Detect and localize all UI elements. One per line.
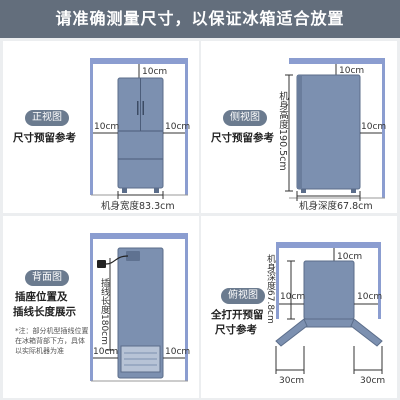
right-wall [378, 242, 381, 319]
top-right-gap-label: 10cm [357, 292, 383, 302]
left-wall [90, 58, 93, 195]
back-view-desc-line2: 插线长度展示 [13, 306, 76, 318]
top-door-right-label: 30cm [360, 376, 386, 386]
back-wall [276, 242, 381, 248]
side-depth-label: 机身深度67.8cm [299, 201, 373, 212]
back-view-desc-line1: 插座位置及 [15, 291, 68, 303]
side-view-drawing [285, 58, 385, 201]
side-view-badge: 侧视图 [223, 110, 267, 126]
right-wall [185, 233, 188, 381]
ceiling [289, 58, 385, 64]
top-view-desc-line1: 全打开预留 [211, 309, 264, 321]
ceiling [90, 58, 188, 64]
back-view-badge: 背面图 [25, 270, 69, 286]
front-width-label: 机身宽度83.3cm [101, 201, 175, 212]
back-view-drawing [90, 233, 188, 382]
front-view-desc: 尺寸预留参考 [13, 132, 76, 144]
top-door-left-label: 30cm [279, 376, 305, 386]
left-wall [276, 242, 279, 319]
top-view-desc-line2: 尺寸参考 [215, 324, 257, 336]
top-view-badge: 俯视图 [221, 288, 265, 304]
back-cable-label: 插线长度180cm [99, 278, 109, 345]
side-height-label: 机身高度190.5cm [277, 91, 288, 171]
front-top-gap-label: 10cm [142, 67, 168, 77]
back-view-panel: 插线长度180cm 10cm 10cm 背面图 插座位置及 插线长度展示 *注：… [3, 216, 199, 398]
page-title: 请准确测量尺寸，以保证冰箱适合放置 [0, 0, 400, 38]
ceiling [90, 233, 188, 239]
top-left-gap-label: 10cm [280, 292, 306, 302]
front-left-gap-label: 10cm [94, 122, 120, 132]
front-view-badge: 正视图 [25, 110, 69, 126]
front-right-gap-label: 10cm [165, 122, 191, 132]
front-view-panel: 10cm 10cm 10cm 机身宽度83.3cm 正视图 尺寸预留参考 [3, 41, 199, 213]
fridge-top [303, 260, 355, 320]
side-right-gap-label: 10cm [361, 122, 387, 132]
fridge-side [296, 74, 361, 190]
back-wall [382, 58, 385, 198]
side-top-gap-label: 10cm [339, 66, 365, 76]
right-door-open [350, 318, 383, 347]
top-view-drawing [275, 242, 383, 374]
top-view-panel: 机身深度67.8cm 10cm 10cm 10cm 30cm 30cm 俯视图 … [201, 216, 397, 398]
top-top-gap-label: 10cm [337, 252, 363, 262]
back-view-note: *注：部分机型插线位置在冰箱背部下方，具体以实际机器为准 [15, 327, 89, 355]
front-view-drawing [90, 58, 188, 199]
side-view-desc: 尺寸预留参考 [211, 132, 274, 144]
left-door-open [275, 318, 308, 347]
side-view-panel: 10cm 10cm 机身高度190.5cm 机身深度67.8cm 侧视图 尺寸预… [201, 41, 397, 213]
right-wall [185, 58, 188, 195]
socket-icon [97, 260, 106, 268]
back-right-gap-label: 10cm [165, 347, 191, 357]
top-depth-label: 机身深度67.8cm [265, 254, 275, 324]
back-left-gap-label: 10cm [93, 347, 119, 357]
left-wall [90, 233, 93, 381]
